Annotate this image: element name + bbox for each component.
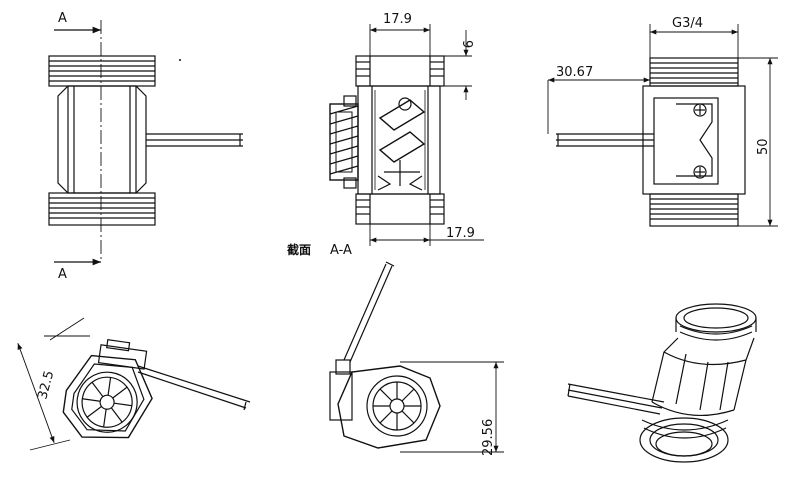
dim-face-height xyxy=(400,361,504,453)
dim-hex-across-flats-label: 32.5 xyxy=(35,369,57,401)
section-caption-word: 截面 xyxy=(287,242,311,257)
dim-section-top-label: 17.9 xyxy=(383,12,412,27)
section-mark-bottom: A xyxy=(58,267,67,282)
section-bottom-thread xyxy=(355,193,445,225)
side-bottom-thread xyxy=(649,193,739,227)
side-view xyxy=(547,24,778,227)
side-cable xyxy=(556,133,654,147)
iso-view-left xyxy=(17,317,251,451)
dim-face-height-label: 29.56 xyxy=(481,419,496,456)
section-body xyxy=(357,85,441,195)
front-bottom-thread xyxy=(48,192,156,226)
front-view xyxy=(48,20,243,266)
front-cable xyxy=(146,133,243,147)
dim-cable-offset-label: 30.67 xyxy=(556,65,593,80)
section-view xyxy=(329,24,484,246)
dim-section-top xyxy=(369,24,431,56)
side-top-thread xyxy=(649,57,739,87)
face-view xyxy=(329,261,504,453)
iso-view-right xyxy=(567,303,757,463)
section-top-thread xyxy=(355,55,445,87)
dim-thread-step-label: 9 xyxy=(459,40,474,48)
dim-hex-across-flats xyxy=(17,317,90,451)
dim-overall-height-label: 50 xyxy=(756,138,771,155)
side-body xyxy=(642,85,746,195)
dim-section-bottom-label: 17.9 xyxy=(446,226,475,241)
dim-thread-spec xyxy=(649,24,739,58)
section-line-a xyxy=(54,20,102,266)
section-caption-id: A-A xyxy=(330,243,352,258)
dim-cable-offset xyxy=(547,77,650,134)
section-mark-top: A xyxy=(58,11,67,26)
section-sensor-housing xyxy=(329,95,359,189)
front-hex-body xyxy=(57,85,147,194)
dim-overall-height xyxy=(738,57,778,227)
stray-dot xyxy=(179,59,181,61)
dim-section-bottom xyxy=(369,224,484,246)
dim-thread-step xyxy=(444,30,472,100)
front-top-thread xyxy=(48,55,156,87)
dim-thread-spec-label: G3/4 xyxy=(672,16,703,31)
